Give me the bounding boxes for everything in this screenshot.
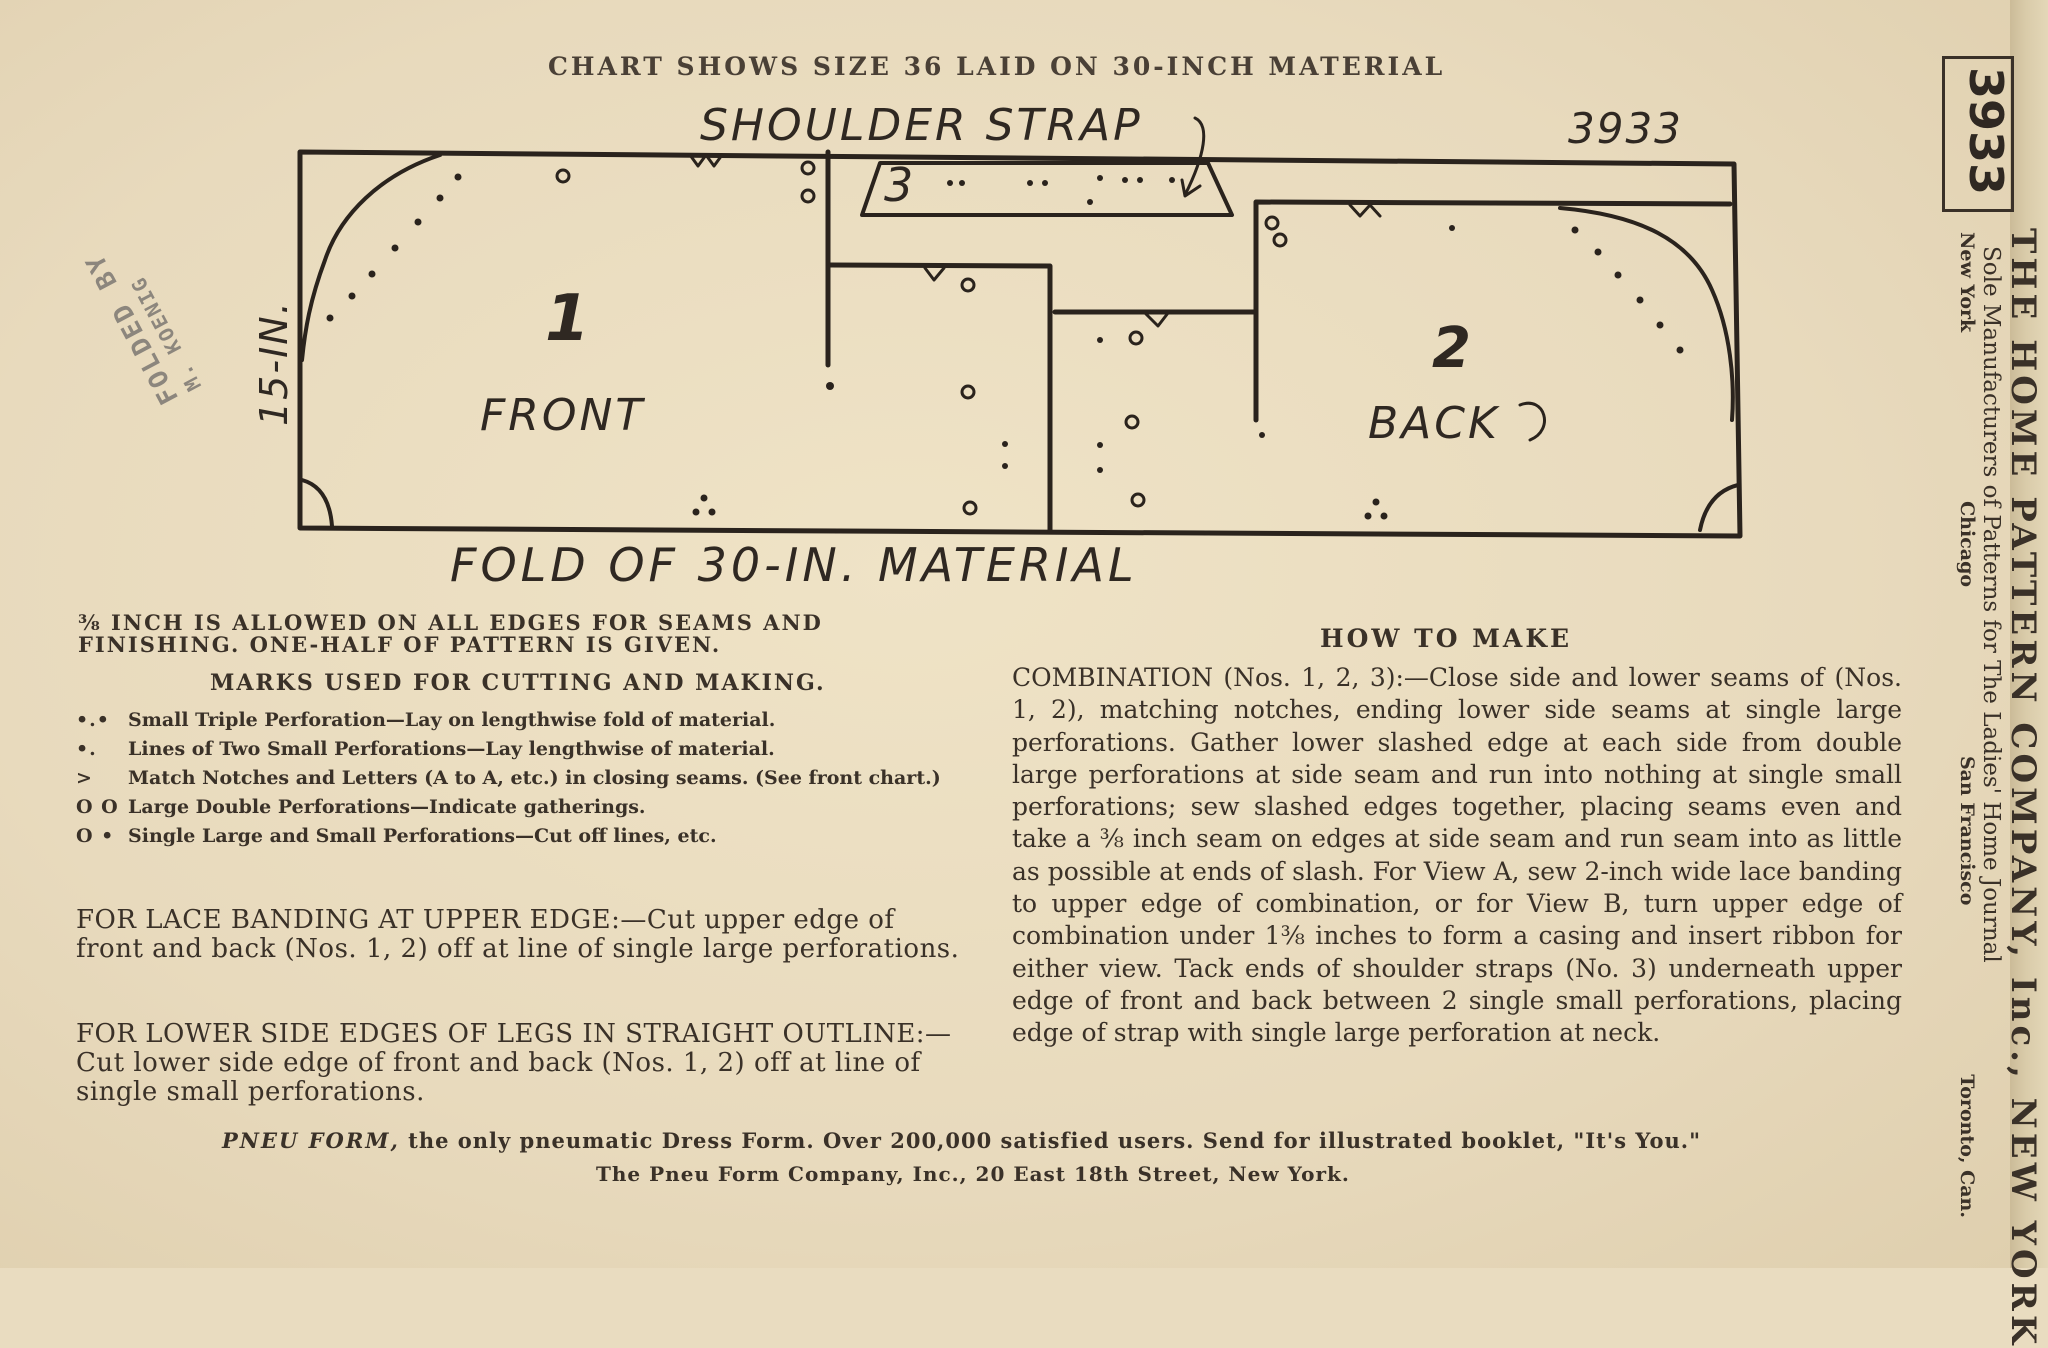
pneu-form-ad: PNEU FORM, the only pneumatic Dress Form… xyxy=(222,1128,1762,1153)
marks-list-item: O • Single Large and Small Perforations—… xyxy=(76,822,976,851)
chart-caption: CHART SHOWS SIZE 36 LAID ON 30-INCH MATE… xyxy=(548,52,1446,81)
company-tagline: Sole Manufacturers of Patterns for The L… xyxy=(1978,246,2004,963)
back-side-notch xyxy=(1143,311,1170,328)
company-name: THE HOME PATTERN COMPANY, Inc., NEW YORK xyxy=(2003,228,2043,1348)
pneu-form-address: The Pneu Form Company, Inc., 20 East 18t… xyxy=(596,1162,1350,1186)
marks-legend: •.• Small Triple Perforation—Lay on leng… xyxy=(76,706,976,851)
front-side-notch xyxy=(923,266,946,282)
city: Chicago xyxy=(1956,501,1978,588)
large-double-perforation-symbol: O O xyxy=(76,796,119,818)
company-block: THE HOME PATTERN COMPANY, Inc., NEW YORK… xyxy=(1956,228,2043,1348)
material-outline xyxy=(297,149,1743,539)
city: San Francisco xyxy=(1956,755,1978,906)
back-piece-label: BACK xyxy=(1368,398,1500,449)
shoulder-strap-label: SHOULDER STRAP xyxy=(700,100,1143,151)
shoulder-strap-outline xyxy=(860,161,1234,217)
lace-banding-instruction: FOR LACE BANDING AT UPPER EDGE:—Cut uppe… xyxy=(76,905,960,964)
pattern-envelope-back xyxy=(0,0,2010,1268)
pattern-number-box: 3933 xyxy=(1942,56,2014,212)
strap-arrow-head xyxy=(1180,178,1202,198)
city: New York xyxy=(1956,232,1978,333)
back-piece-number: 2 xyxy=(1432,316,1471,381)
city: Toronto, Can. xyxy=(1956,1074,1978,1218)
envelope-fold-edge xyxy=(2010,0,2048,1268)
pneu-form-brand: PNEU FORM, xyxy=(222,1128,400,1153)
back-corner-arc xyxy=(1698,483,1740,532)
front-top-notch xyxy=(688,153,724,168)
marks-list-item: •.• Small Triple Perforation—Lay on leng… xyxy=(76,706,976,735)
front-neck-curve xyxy=(300,153,442,362)
lower-edges-instruction: FOR LOWER SIDE EDGES OF LEGS IN STRAIGHT… xyxy=(76,1019,952,1107)
pattern-number-box-text: 3933 xyxy=(1959,67,2013,196)
single-perforation-symbol: O • xyxy=(76,825,115,847)
back-top-notch xyxy=(1348,203,1382,218)
back-top-line xyxy=(1253,199,1733,315)
cutting-layout-chart xyxy=(297,116,1743,539)
seam-allowance-note: ⅜ INCH IS ALLOWED ON ALL EDGES FOR SEAMS… xyxy=(78,610,823,657)
pattern-number-label: 3933 xyxy=(1568,104,1683,153)
strap-arrow-line xyxy=(1183,116,1206,197)
front-piece-label: FRONT xyxy=(480,390,646,441)
marks-list-item: O O Large Double Perforations—Indicate g… xyxy=(76,793,976,822)
how-to-make-instructions: COMBINATION (Nos. 1, 2, 3):—Close side a… xyxy=(1012,663,1902,1048)
width-label: 15-IN. xyxy=(252,300,296,426)
marks-list-item: > Match Notches and Letters (A to A, etc… xyxy=(76,764,976,793)
marks-heading: MARKS USED FOR CUTTING AND MAKING. xyxy=(210,670,826,696)
front-corner-arc xyxy=(300,478,334,528)
triple-perforation-symbol: •.• xyxy=(76,709,110,731)
strap-piece-number: 3 xyxy=(884,158,914,212)
marks-list-item: •. Lines of Two Small Perforations—Lay l… xyxy=(76,735,976,764)
back-armhole-curve xyxy=(1558,206,1735,422)
notch-symbol: > xyxy=(76,767,93,789)
how-to-make-heading: HOW TO MAKE xyxy=(1320,624,1573,653)
company-cities: New York Chicago San Francisco Toronto, … xyxy=(1956,228,1978,1238)
front-piece-number: 1 xyxy=(545,282,590,356)
front-side-line xyxy=(827,262,1053,535)
pneu-form-text: the only pneumatic Dress Form. Over 200,… xyxy=(408,1128,1702,1153)
fold-label: FOLD OF 30-IN. MATERIAL xyxy=(450,538,1138,592)
back-label-loop xyxy=(1518,401,1546,442)
double-perforation-symbol: •. xyxy=(76,738,97,760)
